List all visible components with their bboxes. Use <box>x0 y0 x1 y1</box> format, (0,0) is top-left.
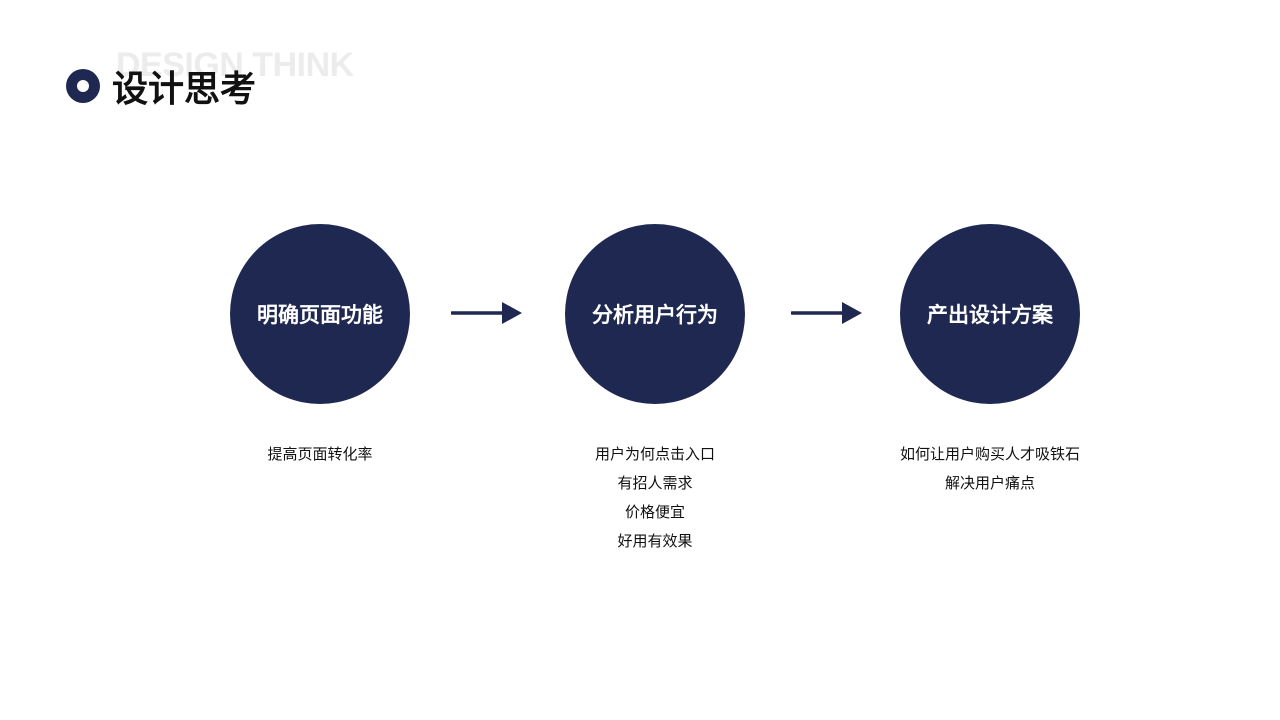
arrow-right-icon <box>451 302 522 324</box>
step-label: 分析用户行为 <box>592 303 718 327</box>
step-label: 产出设计方案 <box>927 303 1053 327</box>
page-header: 设计思考 <box>66 62 256 110</box>
step-circle: 产出设计方案 <box>900 224 1080 404</box>
watermark-text: DESIGN THINK <box>116 46 354 84</box>
note-line: 价格便宜 <box>624 503 685 521</box>
step-label: 明确页面功能 <box>257 303 383 327</box>
step-1: 明确页面功能 提高页面转化率 <box>200 224 440 469</box>
note-line: 用户为何点击入口 <box>594 445 715 463</box>
step-3: 产出设计方案 如何让用户购买人才吸铁石 解决用户痛点 <box>870 224 1110 498</box>
note-line: 解决用户痛点 <box>944 474 1035 492</box>
title-bullet-icon <box>66 69 100 103</box>
step-notes: 用户为何点击入口 有招人需求 价格便宜 好用有效果 <box>595 440 715 556</box>
note-line: 提高页面转化率 <box>267 445 373 463</box>
step-2: 分析用户行为 用户为何点击入口 有招人需求 价格便宜 好用有效果 <box>535 224 775 556</box>
step-notes: 提高页面转化率 <box>267 440 372 469</box>
step-circle: 分析用户行为 <box>565 224 745 404</box>
note-line: 如何让用户购买人才吸铁石 <box>899 445 1080 463</box>
note-line: 好用有效果 <box>617 532 693 550</box>
step-circle: 明确页面功能 <box>230 224 410 404</box>
page-title: 设计思考 <box>112 69 257 110</box>
arrow-right-icon <box>791 302 862 324</box>
step-notes: 如何让用户购买人才吸铁石 解决用户痛点 <box>900 440 1080 498</box>
note-line: 有招人需求 <box>617 474 693 492</box>
